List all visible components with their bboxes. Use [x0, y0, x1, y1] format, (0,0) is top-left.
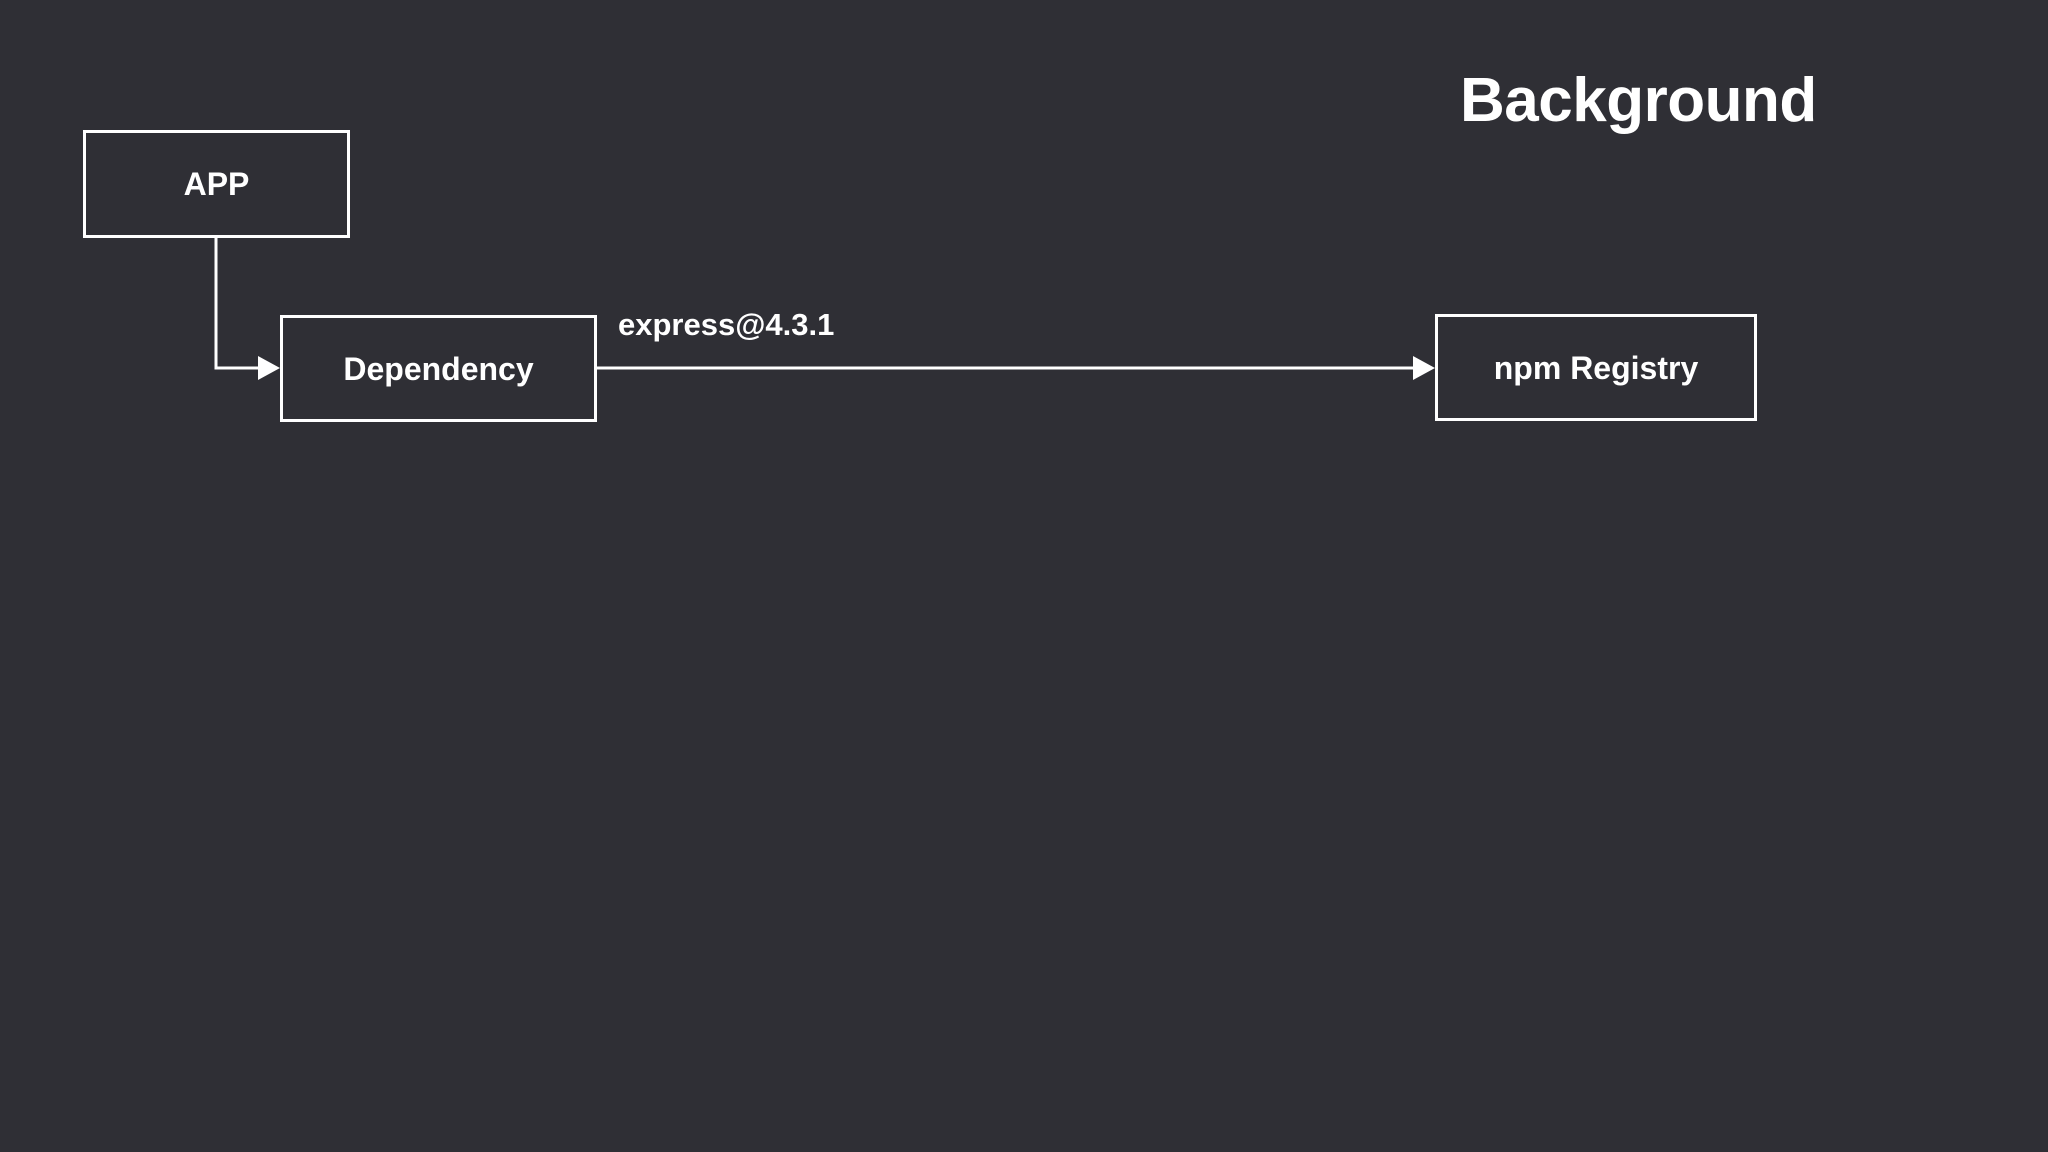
edge-dependency-to-registry: [597, 356, 1435, 380]
page-title: Background: [1460, 66, 1817, 135]
edge-app-to-dependency: [214, 238, 280, 380]
edge-app-to-dependency-line: [214, 238, 258, 370]
arrowhead-icon: [1413, 356, 1435, 380]
node-npm-registry-label: npm Registry: [1493, 349, 1699, 386]
arrowhead-icon: [258, 356, 280, 380]
node-app[interactable]: APP: [83, 130, 350, 238]
node-app-label: APP: [183, 166, 250, 202]
node-dependency[interactable]: Dependency: [280, 315, 597, 422]
node-dependency-label: Dependency: [343, 350, 534, 387]
edge-label-express-version: express@4.3.1: [618, 307, 835, 342]
node-npm-registry[interactable]: npm Registry: [1435, 314, 1757, 421]
